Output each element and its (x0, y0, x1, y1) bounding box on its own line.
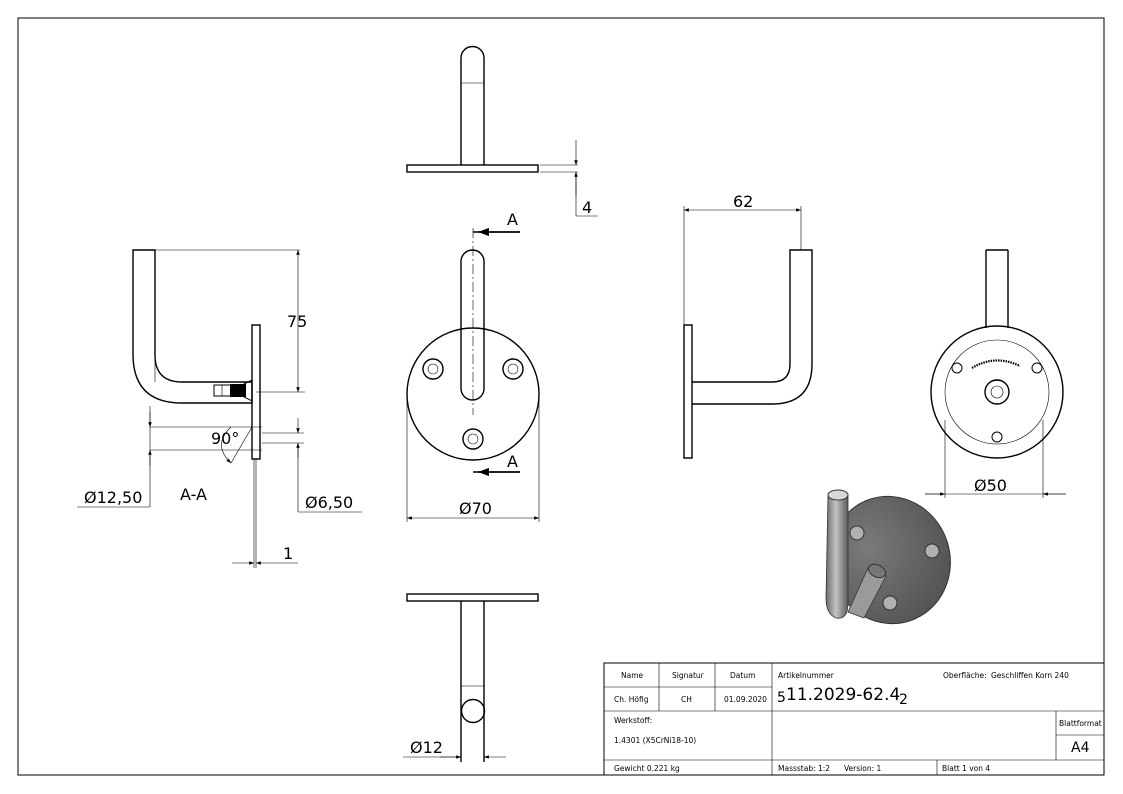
section-mark-top: A (507, 210, 518, 229)
tb-oberflaeche-value: Geschliffen Korn 240 (991, 671, 1069, 680)
tb-artikel-value: 11.2029-62.4 (786, 685, 900, 705)
side-view (683, 206, 813, 459)
title-block (603, 662, 1105, 776)
dim-dia-6-50: Ø6,50 (305, 493, 353, 512)
tb-artikel-prefix: 5 (777, 690, 786, 706)
dim-dia-50: Ø50 (974, 476, 1007, 495)
dim-dia-12-50: Ø12,50 (84, 488, 142, 507)
dim-thickness-1: 1 (283, 544, 293, 563)
front-view (406, 227, 540, 522)
section-a-a-view (77, 249, 362, 568)
sheet-border (17, 17, 1105, 776)
tb-blatt: Blatt 1 von 4 (942, 764, 990, 773)
dim-height-75: 75 (287, 312, 307, 331)
dim-plate-thickness: 4 (582, 198, 592, 217)
tb-signatur-header: Signatur (672, 671, 705, 680)
tb-gewicht: Gewicht 0.221 kg (614, 764, 680, 773)
tb-signatur-value: CH (681, 695, 692, 704)
tb-name-header: Name (621, 671, 644, 680)
dim-length-62: 62 (733, 192, 753, 211)
tb-blattformat-value: A4 (1071, 740, 1090, 756)
tb-oberflaeche-label: Oberfläche: (943, 671, 987, 680)
section-label-a-a: A-A (180, 485, 207, 504)
dim-dia-12: Ø12 (410, 738, 443, 757)
tb-datum-header: Datum (730, 671, 755, 680)
tb-werkstoff-value: 1.4301 (X5CrNi18-10) (614, 736, 696, 745)
tb-artikel-label: Artikelnummer (778, 671, 835, 680)
tb-massstab: Massstab: 1:2 (778, 764, 830, 773)
bottom-view (403, 593, 539, 762)
tb-version: Version: 1 (844, 764, 881, 773)
rear-view (925, 249, 1066, 498)
dim-angle-90: 90° (211, 429, 239, 448)
dim-dia-70: Ø70 (459, 499, 492, 518)
isometric-render (825, 489, 951, 625)
tb-artikel-suffix: 2 (899, 692, 908, 708)
tb-datum-value: 01.09.2020 (724, 695, 767, 704)
top-view (406, 45, 598, 217)
tb-name-value: Ch. Höfig (614, 695, 649, 704)
section-mark-bottom: A (507, 452, 518, 471)
tb-werkstoff-label: Werkstoff: (614, 716, 652, 725)
tb-blattformat-label: Blattformat (1059, 719, 1102, 728)
